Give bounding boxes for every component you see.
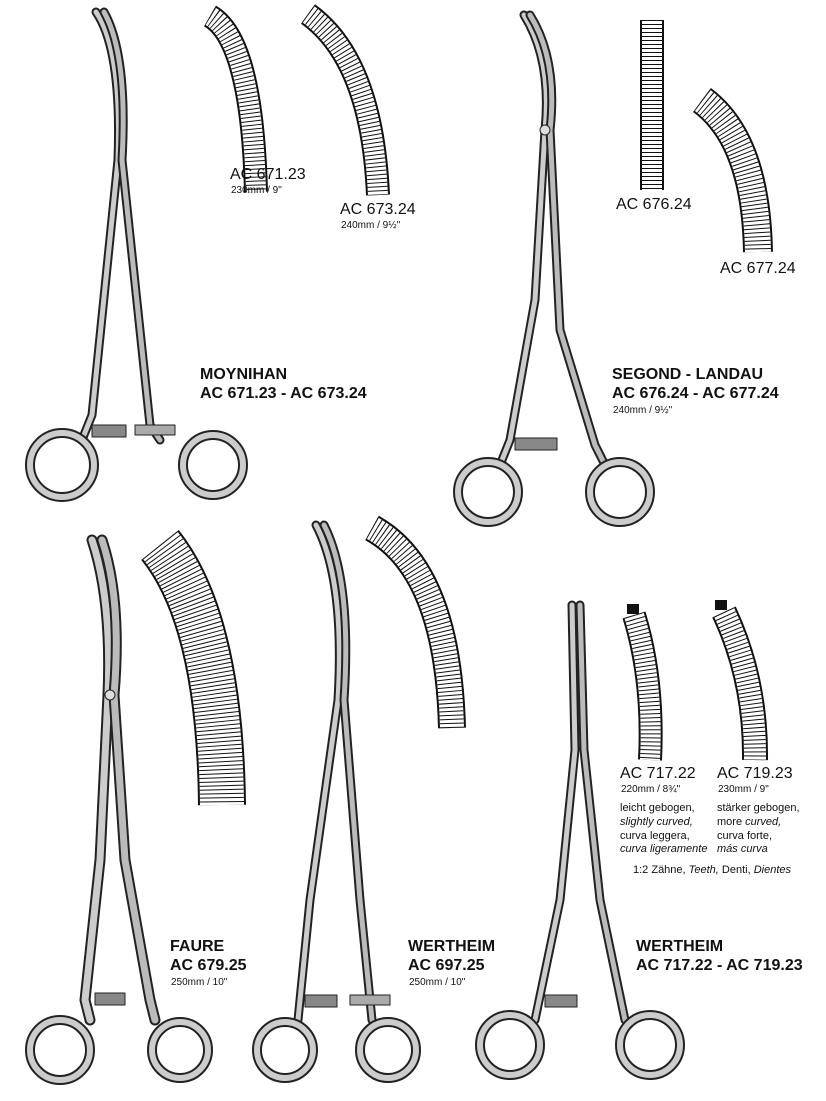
variant-code: AC 673.24	[340, 201, 416, 218]
jaw-detail-719	[712, 600, 769, 761]
variant-size: 240mm / 9½"	[341, 220, 401, 231]
desc-spanish: más curva	[717, 843, 768, 856]
teeth-note: 1:2 Zähne, Teeth, Denti, Dientes	[633, 864, 791, 878]
product-size: 240mm / 9½"	[613, 405, 673, 416]
product-code: AC 697.25	[408, 957, 485, 974]
product-name: SEGOND - LANDAU	[612, 366, 764, 383]
jaw-detail-677	[692, 87, 773, 253]
moynihan-forceps-image	[25, 7, 248, 502]
variant-description: stärker gebogen, more curved, curva fort…	[717, 802, 800, 857]
desc-german: stärker gebogen,	[717, 802, 800, 814]
jaw-detail-679	[140, 530, 246, 806]
product-name: WERTHEIM	[408, 938, 496, 955]
product-range: AC 717.22 - AC 719.23	[636, 957, 803, 974]
product-size: 250mm / 10"	[171, 977, 228, 988]
variant-code: AC 717.22	[620, 765, 696, 782]
desc-italian: curva leggera,	[620, 829, 690, 842]
variant-size: 230mm / 9"	[231, 185, 282, 196]
variant-description: leicht gebogen, slightly curved, curva l…	[620, 802, 707, 857]
product-size: 250mm / 10"	[409, 977, 466, 988]
jaw-detail-671	[203, 5, 268, 193]
variant-code: AC 671.23	[230, 166, 306, 183]
variant-code: AC 719.23	[717, 765, 793, 782]
teeth-german: 1:2 Zähne,	[633, 864, 686, 876]
product-name: MOYNIHAN	[200, 366, 288, 383]
teeth-italian: Denti,	[721, 864, 751, 876]
wertheim-717-forceps-image	[475, 600, 685, 1080]
variant-size: 220mm / 8¾"	[621, 784, 681, 795]
product-name: FAURE	[170, 938, 225, 955]
desc-english: slightly curved,	[620, 815, 693, 828]
variant-size: 230mm / 9"	[718, 784, 769, 795]
segond-landau-forceps-image	[453, 10, 655, 527]
jaw-detail-697	[364, 515, 466, 729]
desc-english-2: curved,	[745, 815, 782, 828]
teeth-english: Teeth,	[688, 864, 719, 876]
variant-code: AC 676.24	[616, 196, 692, 213]
variant-code: AC 677.24	[720, 260, 796, 277]
product-name: WERTHEIM	[636, 938, 724, 955]
wertheim-697-forceps-image	[252, 520, 421, 1083]
desc-english-1: more	[717, 815, 743, 828]
desc-italian: curva forte,	[717, 829, 773, 842]
teeth-spanish: Dientes	[753, 864, 792, 876]
product-code: AC 679.25	[170, 957, 247, 974]
product-range: AC 671.23 - AC 673.24	[200, 385, 367, 402]
desc-spanish: curva ligeramente	[620, 843, 708, 856]
product-range: AC 676.24 - AC 677.24	[612, 385, 779, 402]
faure-forceps-image	[25, 534, 213, 1085]
jaw-detail-673	[300, 4, 390, 196]
desc-german: leicht gebogen,	[620, 802, 695, 814]
jaw-detail-717	[622, 604, 663, 761]
